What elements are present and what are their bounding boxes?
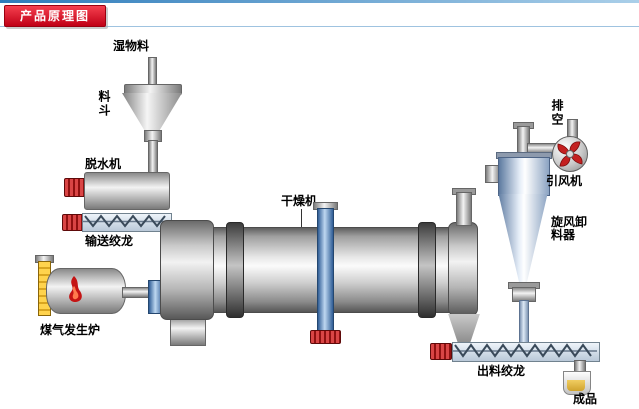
dewatering-machine: [84, 172, 170, 210]
label-discharge-screw: 出料绞龙: [477, 364, 526, 378]
section-title-tab: 产品原理图: [4, 5, 106, 27]
screw-flights-icon: [83, 214, 169, 228]
drive-base: [310, 330, 341, 344]
dewatering-motor: [64, 178, 86, 197]
discharge-chute: [448, 314, 480, 342]
label-finished-product: 成品: [573, 392, 598, 406]
drum-discharge-head: [448, 222, 478, 316]
header-divider: [0, 26, 639, 27]
label-wet-material: 湿物料: [113, 39, 150, 53]
label-exhaust: 排空: [550, 99, 564, 127]
drum-feed-head: [160, 220, 214, 320]
label-hopper: 料斗: [97, 90, 111, 118]
induced-draft-fan: [552, 136, 588, 172]
screw-flights-icon: [453, 343, 597, 358]
cyclone-barrel: [498, 157, 550, 196]
drum-pedestal: [170, 316, 206, 346]
drum-riding-ring-right: [418, 222, 436, 318]
label-gas-generator: 煤气发生炉: [40, 323, 101, 337]
fan-blades-icon: [557, 141, 583, 167]
gas-generator: [46, 268, 126, 314]
hopper: [122, 93, 182, 131]
product-container: [563, 371, 591, 395]
hopper-stem-pipe: [148, 140, 158, 175]
exhaust-stub-pipe: [456, 192, 472, 226]
product-material: [567, 380, 585, 391]
top-accent-bar: [0, 0, 639, 3]
label-feed-screw: 输送绞龙: [85, 234, 134, 248]
discharge-screw-conveyor: [452, 342, 600, 362]
flame-icon: [69, 276, 82, 302]
cyclone-cone: [498, 194, 548, 282]
discharge-screw-motor: [430, 343, 452, 360]
cyclone-drop-pipe: [519, 300, 529, 346]
label-cyclone-discharger: 旋风卸料器: [551, 215, 588, 242]
feed-screw-conveyor: [82, 213, 172, 232]
support-column: [317, 208, 334, 332]
dryer-pointer-line: [301, 209, 302, 227]
label-induced-draft-fan: 引风机: [546, 174, 583, 188]
label-dewatering-machine: 脱水机: [85, 157, 122, 171]
drum-riding-ring-left: [226, 222, 244, 318]
feed-screw-motor: [62, 214, 84, 231]
inlet-pipe: [148, 57, 157, 87]
label-dryer: 干燥机: [281, 194, 318, 208]
